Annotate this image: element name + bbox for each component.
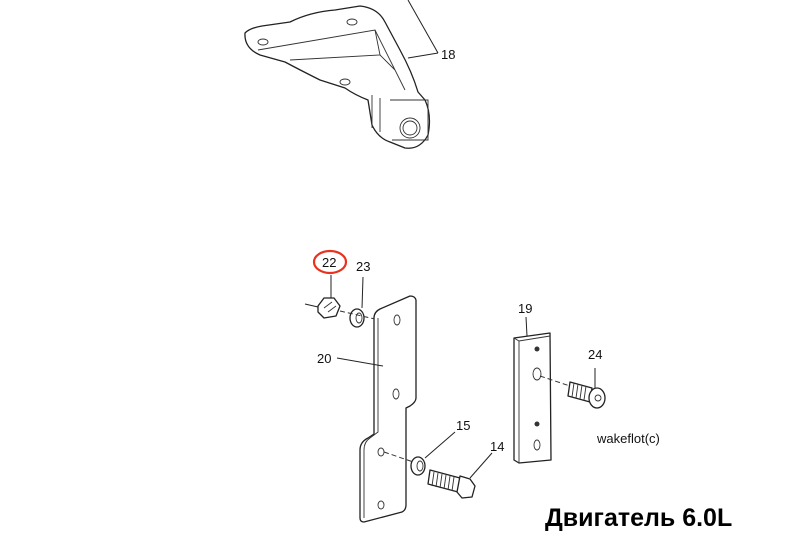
hole [534,421,540,427]
callout-20[interactable]: 20 [317,351,331,366]
part-15-lock-washer[interactable] [410,456,426,476]
leader-20 [336,357,384,367]
callout-24[interactable]: 24 [588,347,602,362]
part-22-nut[interactable] [304,297,341,319]
callout-22[interactable]: 22 [322,255,336,270]
axis-line [539,375,571,387]
part-20-plate[interactable] [359,295,417,523]
leader-14 [469,452,493,479]
watermark: wakeflot(c) [596,431,660,446]
part-24-bolt[interactable] [567,381,606,409]
highlight-circle [312,249,348,275]
leader-18 [407,52,439,59]
callout-15[interactable]: 15 [456,418,470,433]
callout-14[interactable]: 14 [490,439,504,454]
part-19-bar[interactable] [513,332,552,464]
callout-19[interactable]: 19 [518,301,532,316]
engine-title: Двигатель 6.0L [545,504,733,532]
part-14-bolt[interactable] [427,469,476,499]
leader-15 [424,431,456,459]
part-18-mount-bracket[interactable] [244,5,431,149]
part-23-washer[interactable] [349,308,365,328]
leader-18 [407,0,439,54]
leader-23 [361,276,364,309]
leader-19 [525,316,528,337]
callout-23[interactable]: 23 [356,259,370,274]
axis-line [339,310,376,320]
hole [534,346,540,352]
callout-18[interactable]: 18 [441,47,455,62]
